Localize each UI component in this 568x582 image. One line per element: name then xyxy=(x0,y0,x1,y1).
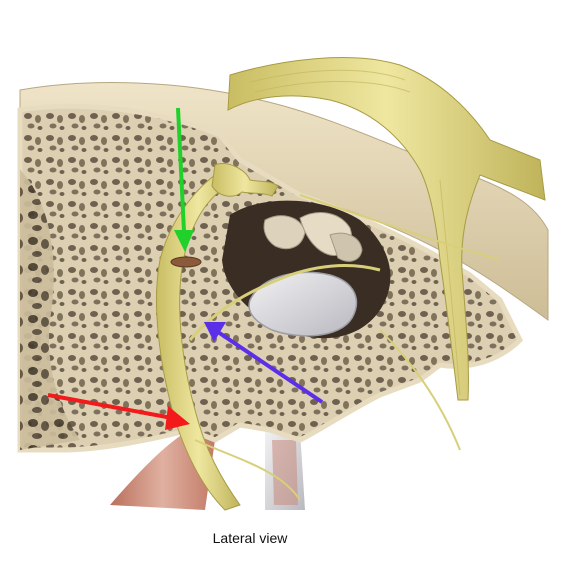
stapedius-muscle xyxy=(170,256,202,268)
stapes xyxy=(329,232,363,262)
anatomy-illustration xyxy=(17,57,549,511)
arrow-blue xyxy=(204,322,324,404)
temporal-bone-drawing xyxy=(17,57,549,511)
geniculate-ganglion xyxy=(211,163,279,197)
malleus xyxy=(263,215,306,250)
nerve-trunk xyxy=(227,57,546,401)
arrow-green xyxy=(174,107,194,252)
arrow-red xyxy=(47,393,190,430)
figure-caption: Lateral view xyxy=(212,530,288,546)
